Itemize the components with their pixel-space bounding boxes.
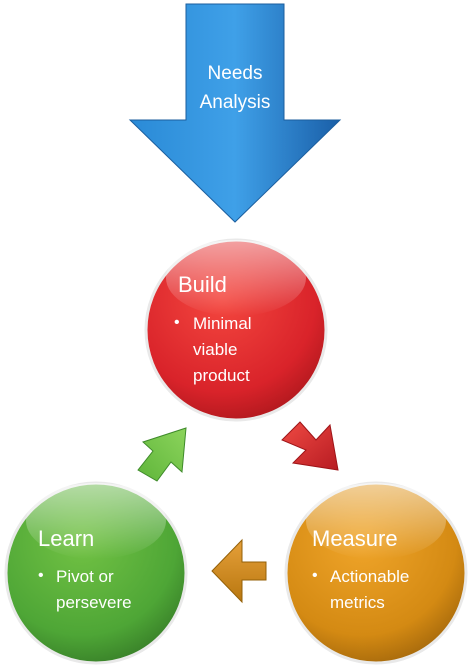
learn-title: Learn — [38, 526, 94, 551]
build-title: Build — [178, 272, 227, 297]
build-to-measure-arrow — [281, 421, 339, 471]
learn-bullet: • — [38, 567, 44, 584]
learn-node: Learn • Pivot or persevere — [4, 481, 188, 665]
learn-to-build-arrow-shape — [137, 427, 187, 482]
needs-analysis-arrow-shape — [128, 3, 342, 223]
build-line-2: viable — [193, 340, 237, 359]
measure-to-learn-arrow-shape — [211, 538, 267, 604]
learn-line-1: Pivot or — [56, 567, 114, 586]
learn-line-2: persevere — [56, 593, 132, 612]
needs-analysis-line1: Needs — [208, 63, 263, 84]
measure-to-learn-arrow — [211, 538, 267, 604]
needs-analysis-line2: Analysis — [200, 92, 271, 113]
needs-analysis-arrow: Needs Analysis — [128, 3, 342, 223]
learn-shine — [26, 483, 166, 559]
build-shine — [166, 240, 306, 316]
measure-bullet: • — [312, 567, 318, 584]
build-node: Build • Minimal viable product — [144, 238, 328, 422]
measure-line-2: metrics — [330, 593, 385, 612]
measure-node: Measure • Actionable metrics — [284, 481, 468, 665]
build-bullet: • — [174, 314, 180, 331]
measure-title: Measure — [312, 526, 398, 551]
build-to-measure-arrow-shape — [281, 421, 339, 471]
learn-to-build-arrow — [137, 427, 187, 482]
build-line-3: product — [193, 366, 250, 385]
measure-line-1: Actionable — [330, 567, 409, 586]
build-line-1: Minimal — [193, 314, 252, 333]
measure-shine — [306, 483, 446, 559]
